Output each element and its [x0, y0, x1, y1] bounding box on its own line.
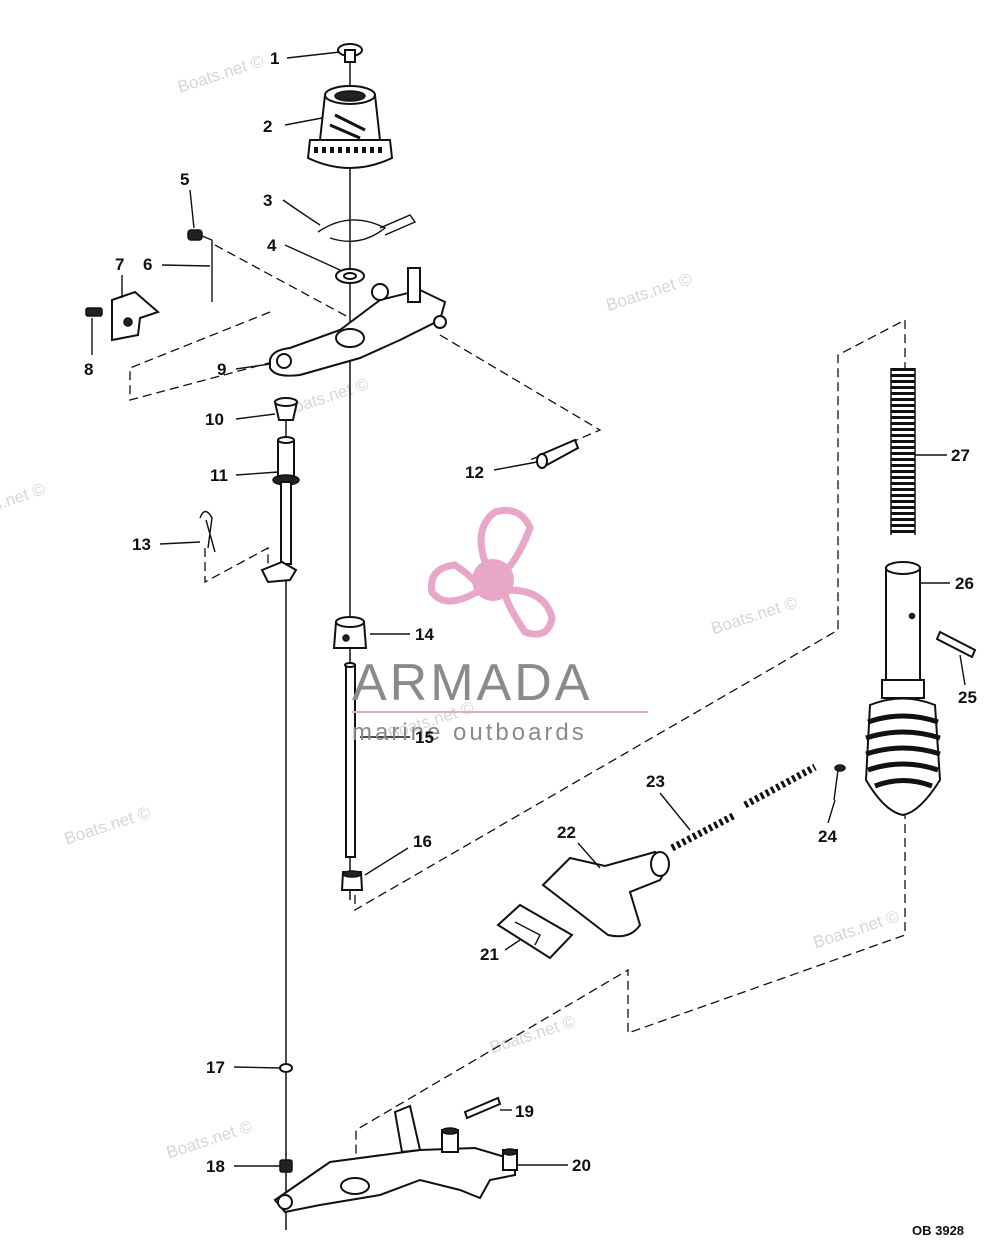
part-2-gear — [306, 85, 394, 169]
part-10-bushing — [273, 397, 299, 421]
part-12-screw — [536, 438, 580, 469]
part-22-handle — [541, 850, 670, 938]
part-19-pin — [463, 1096, 502, 1120]
callout-24: 24 — [818, 827, 837, 846]
callout-10: 10 — [205, 410, 224, 429]
callout-19: 19 — [515, 1102, 534, 1121]
callout-14: 14 — [415, 625, 434, 644]
part-24-screw — [833, 764, 846, 801]
part-4-washer — [335, 268, 365, 284]
watermark: Boats.net © — [487, 1012, 578, 1058]
part-3-spring-clip — [317, 214, 417, 242]
callout-21: 21 — [480, 945, 499, 964]
callout-16: 16 — [413, 832, 432, 851]
diagram-code: OB 3928 — [912, 1223, 964, 1238]
callout-25: 25 — [958, 688, 977, 707]
part-18-nut — [279, 1159, 293, 1173]
part-16-cap — [340, 870, 364, 891]
callout-1: 1 — [270, 49, 279, 68]
watermark: Boats.net © — [604, 269, 695, 315]
callout-labels: 1 2 3 4 5 6 7 8 9 10 11 12 13 14 15 16 1… — [84, 49, 977, 1176]
watermark: Boats.net © — [502, 0, 593, 1]
part-8-screw — [85, 307, 103, 317]
watermark: Boats.net © — [0, 479, 48, 525]
callout-6: 6 — [143, 255, 152, 274]
callout-12: 12 — [465, 463, 484, 482]
callout-7: 7 — [115, 255, 124, 274]
part-15-rod — [344, 662, 356, 858]
part-11-shift-rod — [260, 436, 300, 584]
part-14-connector — [332, 616, 368, 649]
part-17-clip — [279, 1063, 293, 1073]
part-27-spring — [890, 368, 916, 535]
callout-3: 3 — [263, 191, 272, 210]
callout-18: 18 — [206, 1157, 225, 1176]
assembly-lines — [129, 244, 906, 1170]
callout-11: 11 — [210, 466, 228, 485]
part-21-pad — [496, 903, 574, 960]
callout-13: 13 — [132, 535, 151, 554]
part-20-shift-arm — [273, 1104, 518, 1214]
part-25-pin — [935, 630, 977, 659]
callout-5: 5 — [180, 170, 189, 189]
callout-23: 23 — [646, 772, 665, 791]
callout-8: 8 — [84, 360, 93, 379]
logo-title: ARMADA — [352, 654, 592, 712]
part-23-spring — [670, 763, 817, 852]
callout-4: 4 — [267, 236, 277, 255]
part-5-screw — [187, 229, 213, 241]
callout-2: 2 — [263, 117, 272, 136]
propeller-icon — [427, 506, 556, 638]
callout-22: 22 — [557, 823, 576, 842]
armada-logo: ARMADA marine outboards — [352, 506, 648, 746]
part-26-bellows-boot — [864, 697, 942, 817]
callout-15: 15 — [415, 728, 434, 747]
part-13-cotter-pin — [199, 510, 216, 553]
callout-9: 9 — [217, 360, 226, 379]
part-9-shift-lever — [269, 267, 447, 377]
part-7-bracket — [111, 290, 160, 342]
watermark: Boats.net © — [62, 803, 153, 849]
callout-17: 17 — [206, 1058, 225, 1077]
watermark: Boats.net © — [175, 51, 266, 97]
part-1-screw — [337, 43, 363, 63]
callout-20: 20 — [572, 1156, 591, 1175]
callout-27: 27 — [951, 446, 970, 465]
leader-lines — [91, 51, 966, 1167]
watermark: Boats.net © — [811, 906, 902, 952]
part-26-tube — [881, 561, 925, 699]
logo-subtitle: marine outboards — [352, 719, 587, 746]
watermark: Boats.net © — [709, 593, 800, 639]
callout-26: 26 — [955, 574, 974, 593]
watermark: Boats.net © — [164, 1117, 255, 1163]
